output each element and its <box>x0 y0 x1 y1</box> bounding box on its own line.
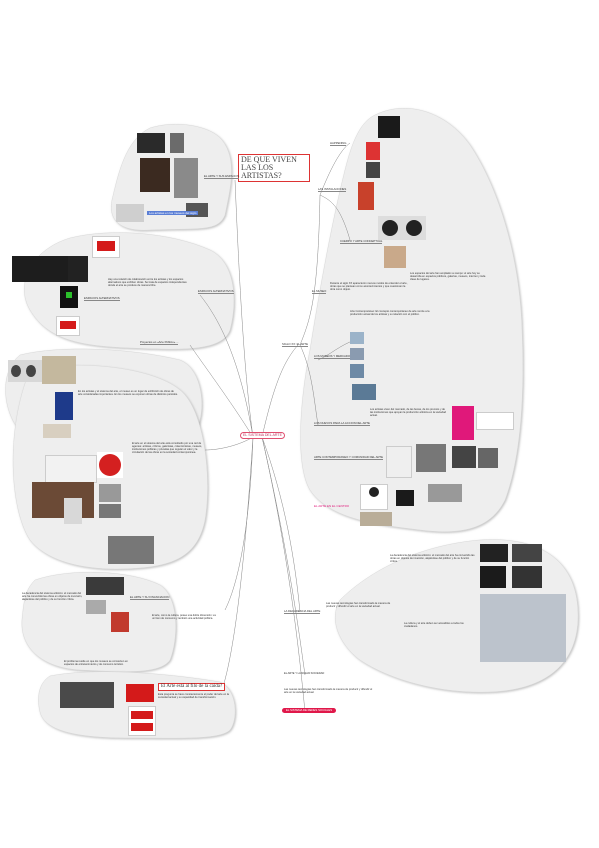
photo-building-2 <box>350 348 364 360</box>
photo-crowd <box>416 444 446 472</box>
label-decadencia: LA DECADENCIA DEL ARTE <box>284 609 321 614</box>
photo-r-4 <box>358 182 374 210</box>
map-title: DE QUE VIVEN LAS LOS ARTISTAS? <box>238 154 310 182</box>
poster-alt-1 <box>92 236 120 258</box>
label-arte-publico: Proyectos en «Arte Público» ... <box>140 340 179 345</box>
paragraph-sistema: El arte en el sistema del arte está cons… <box>132 442 203 455</box>
paragraph-doble-dimension: El arte, como la cultura, posee una dobl… <box>152 614 216 621</box>
label-museos-mercado: LOS MUSEOS Y MERCADO <box>314 354 351 359</box>
label-instalaciones: LAS INSTALACIONES <box>318 187 347 192</box>
photo-pink-sheet <box>476 412 514 430</box>
photo-building-3 <box>350 364 364 378</box>
photo-group <box>86 600 106 614</box>
photo-alt-2 <box>68 256 88 282</box>
photo-red-event <box>111 612 129 632</box>
paragraph-pregunta: Esta pregunta se hace constantemente el … <box>158 693 229 700</box>
photo-portraits <box>8 360 42 382</box>
paragraph-decadencia-left: La decadencia del sistema artístico: el … <box>22 592 83 602</box>
central-node[interactable]: EL SISTEMA DEL ARTE <box>240 432 286 439</box>
paragraph-tecnologias: Las nuevas tecnologías han transformado … <box>326 602 391 609</box>
photo-statues <box>108 536 154 564</box>
photo-pink-poster <box>452 406 474 440</box>
paragraph-alt: Hay una relación de colaboración entre l… <box>108 278 187 288</box>
paragraph-entretenimiento: El problema reside en que los museos se … <box>64 660 128 667</box>
poster-alt-2 <box>56 316 80 336</box>
poster-cultura <box>128 706 156 736</box>
red-node[interactable]: EL SISTEMA DE REDES SOCIALES <box>282 708 337 713</box>
photo-building-1 <box>350 332 364 344</box>
photo-tripod <box>64 498 82 524</box>
photo-install-1 <box>99 484 121 502</box>
label-museo: EL MUSEO <box>312 289 327 294</box>
paragraph-accesible: La cultura y el arte deben ser accesible… <box>404 622 464 629</box>
photo-building-4 <box>352 384 376 400</box>
photo-grid <box>42 356 76 384</box>
label-nuevos: LOS NUEVOS PARA LA ACCION DEL ARTE <box>314 421 370 426</box>
label-espacios-alternativos-2: ESPACIOS ALTERNATIVOS <box>198 289 234 294</box>
label-financiacion: EL ARTE Y SU FINANCIACION <box>130 595 170 600</box>
photo-lower-2 <box>512 544 542 562</box>
photo-lower-3 <box>480 566 506 588</box>
label-arte-centro: EL ARTE EN EL CENTRO <box>314 504 350 508</box>
label-cuerpo: CUERPO Y ARTE CONCEPTUAL <box>340 239 383 244</box>
photo-r-1 <box>378 116 400 138</box>
photo-lower-1 <box>480 544 508 562</box>
paragraph-new-society: EL ARTE Y LA NUEVA SOCIEDAD <box>284 672 325 675</box>
photo-museum-crowd <box>480 594 566 662</box>
paragraph-decadencia: La decadencia del sistema artístico: el … <box>390 554 475 564</box>
photo-room <box>32 482 94 518</box>
photo-object <box>43 424 71 438</box>
photo-gallery-2 <box>170 133 184 153</box>
paragraph-nuevos-modos: Durante el siglo XX aparecieron nuevos m… <box>330 282 408 292</box>
label-contemporaneo: ARTE CONTEMPORANEO Y COMUNIDAD DEL ARTE <box>314 455 384 460</box>
paragraph-espacios-arte: Los espacios del arte han ampliado su ca… <box>410 272 486 282</box>
paragraph-contemporaneo: Arte Contemporáneo: El concepto contempo… <box>350 310 430 317</box>
photo-r-2 <box>366 142 380 160</box>
photo-red-circle <box>97 452 123 478</box>
photo-cards <box>360 512 392 526</box>
paragraph-social-networks: Las nuevas tecnologías han transformado … <box>284 688 373 695</box>
highlight-blue[interactable]: Los artistas en los museos del siglo <box>147 211 199 215</box>
photo-gallery-1 <box>137 133 165 153</box>
photo-gallery-3 <box>140 158 170 192</box>
photo-r-body <box>384 246 406 268</box>
photo-hall <box>452 446 476 468</box>
label-espacios-alternativos: ESPACIOS ALTERNATIVOS <box>84 296 120 301</box>
label-arte-espacios: EL ARTE Y SUS ESPACIOS <box>204 174 240 179</box>
photo-venue <box>86 577 124 595</box>
photo-r-eyes <box>378 216 426 240</box>
photo-dark-1 <box>396 490 414 506</box>
photo-faces <box>45 455 97 483</box>
poster-21 <box>126 684 154 702</box>
photo-alt-3 <box>60 286 78 308</box>
paragraph-museo: En los artistas y el sistema del arte, e… <box>78 390 178 397</box>
photo-audience <box>60 682 114 708</box>
label-happening: HAPPENING <box>330 141 347 146</box>
photo-hall-2 <box>478 448 498 468</box>
photo-dress <box>386 446 412 478</box>
photo-alt-1 <box>12 256 68 282</box>
central-node-label: EL SISTEMA DEL ARTE <box>243 433 283 437</box>
photo-gallery-5 <box>116 204 144 222</box>
photo-woman <box>360 484 388 510</box>
paragraph-artistas-viven: Los artistas viven del mercado, de las b… <box>370 408 446 418</box>
photo-install-2 <box>99 504 121 518</box>
photo-lower-4 <box>512 566 542 588</box>
photo-r-3 <box>366 162 380 178</box>
photo-gallery-4 <box>174 158 198 198</box>
cloud-left-4 <box>21 571 176 672</box>
poster-blue <box>55 392 73 420</box>
photo-gallery-space <box>428 484 462 502</box>
label-siglo-xx: SIGLO XX: EL ARTE <box>282 342 308 347</box>
map-title-text: DE QUE VIVEN LAS LOS ARTISTAS? <box>241 155 297 180</box>
question-box[interactable]: El Arte está al filo de la caída? <box>158 683 226 691</box>
